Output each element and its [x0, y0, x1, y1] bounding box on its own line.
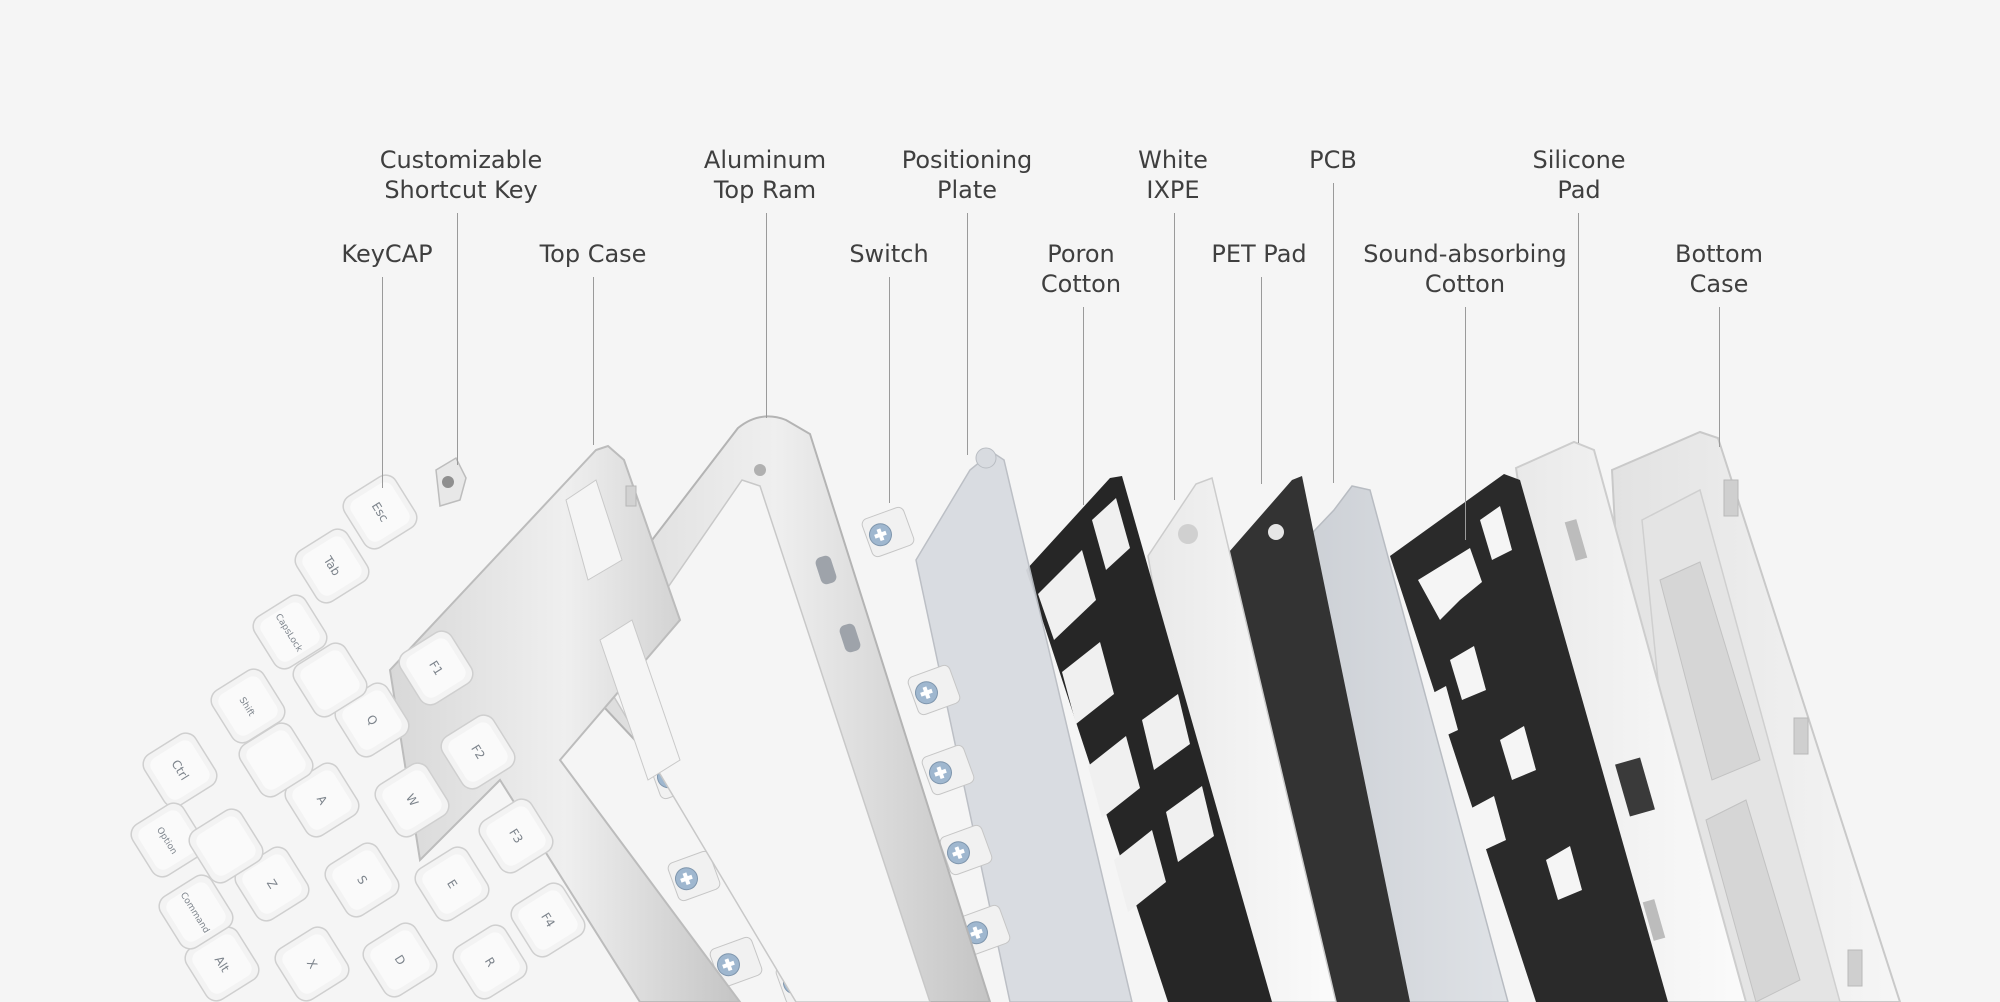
label-switch-line-1: Switch	[849, 240, 929, 268]
switch	[939, 824, 993, 876]
label-top-case-line-1: Top Case	[539, 240, 647, 268]
switch	[667, 850, 721, 902]
leader-line-switch	[889, 277, 890, 503]
label-poron-cotton-line-2: Cotton	[1040, 270, 1122, 298]
poron-cotton-layer	[1026, 476, 1272, 1002]
keycap: F1	[398, 630, 474, 706]
keycap-legend: F1	[426, 658, 446, 678]
leader-line-pet-pad	[1261, 277, 1262, 484]
label-silicone-pad-line-1: Silicone	[1532, 146, 1626, 174]
keycap-legend: F2	[468, 742, 488, 762]
label-keycap: KeyCAP	[341, 239, 432, 269]
keycap: Ctrl	[142, 732, 218, 808]
keycap: Z	[234, 846, 310, 922]
label-keycap-line-1: KeyCAP	[341, 240, 433, 268]
keycap: X	[274, 926, 350, 1002]
label-pet-pad: PET Pad	[1211, 239, 1306, 269]
silicone-pad-layer	[1514, 440, 1748, 1002]
keycap: D	[362, 922, 438, 998]
keycap: F4	[510, 882, 586, 958]
leader-line-sound-absorbing-cotton	[1465, 307, 1466, 540]
leader-line-poron-cotton	[1083, 307, 1084, 505]
keycap: Q	[334, 682, 410, 758]
leader-line-customizable-shortcut-key	[457, 213, 458, 465]
leader-line-silicone-pad	[1578, 213, 1579, 443]
keycap: R	[452, 924, 528, 1000]
keycap: F2	[440, 714, 516, 790]
keycap: Command	[158, 874, 234, 950]
pet-pad-layer	[1222, 476, 1410, 1002]
keycap	[292, 642, 368, 718]
keycap: F3	[478, 798, 554, 874]
keycap: W	[374, 762, 450, 838]
switch	[921, 744, 975, 796]
label-silicone-pad-line-2: Pad	[1557, 176, 1601, 204]
keycap: S	[324, 842, 400, 918]
shortcut-key-part	[435, 456, 467, 507]
switch	[907, 664, 961, 716]
sound-absorbing-cotton-layer	[1390, 474, 1668, 1002]
label-aluminum-top-ram-line-2: Top Ram	[713, 176, 817, 204]
top-case-layer	[388, 444, 742, 1002]
keycap: Tab	[294, 528, 370, 604]
label-sound-absorbing-cotton-line-2: Cotton	[1424, 270, 1506, 298]
leader-line-white-ixpe	[1174, 213, 1175, 500]
keycap: Shift	[210, 668, 286, 744]
label-bottom-case-line-1: Bottom	[1674, 240, 1764, 268]
label-pet-pad-line-1: PET Pad	[1211, 240, 1307, 268]
aluminum-top-ram-layer	[558, 415, 992, 1002]
leader-line-pcb	[1333, 183, 1334, 483]
leader-line-positioning-plate	[967, 213, 968, 455]
keycap: CapsLock	[252, 594, 328, 670]
leader-line-aluminum-top-ram	[766, 213, 767, 418]
label-poron-cotton-line-1: Poron	[1047, 240, 1115, 268]
label-customizable-shortcut-key-line-2: Shortcut Key	[384, 176, 538, 204]
keycap: Option	[130, 802, 206, 878]
label-positioning-plate-line-2: Plate	[936, 176, 998, 204]
label-aluminum-top-ram-line-1: Aluminum	[703, 146, 827, 174]
label-top-case: Top Case	[540, 239, 647, 269]
keycap-legend: F4	[538, 910, 558, 930]
keycap: Alt	[184, 926, 260, 1002]
label-customizable-shortcut-key-line-1: Customizable	[379, 146, 543, 174]
switch	[861, 506, 915, 558]
label-pcb: PCB	[1309, 145, 1357, 175]
leader-line-top-case	[593, 277, 594, 445]
leader-line-keycap	[382, 277, 383, 488]
label-positioning-plate-line-1: Positioning	[901, 146, 1033, 174]
switch	[709, 936, 763, 988]
label-white-ixpe-line-1: White	[1138, 146, 1208, 174]
keycap-legend: F3	[506, 826, 526, 846]
label-sound-absorbing-cotton-line-1: Sound-absorbing	[1363, 240, 1567, 268]
switch	[957, 904, 1011, 956]
keycap: Esc	[342, 474, 418, 550]
label-switch: Switch	[849, 239, 928, 269]
keycap	[188, 808, 264, 884]
leader-line-bottom-case	[1719, 307, 1720, 447]
label-pcb-line-1: PCB	[1309, 146, 1357, 174]
keycap	[238, 722, 314, 798]
keycap: A	[284, 762, 360, 838]
keycap: E	[414, 846, 490, 922]
label-bottom-case-line-2: Case	[1689, 270, 1749, 298]
positioning-plate-layer	[915, 447, 1133, 1002]
label-white-ixpe-line-2: IXPE	[1146, 176, 1200, 204]
